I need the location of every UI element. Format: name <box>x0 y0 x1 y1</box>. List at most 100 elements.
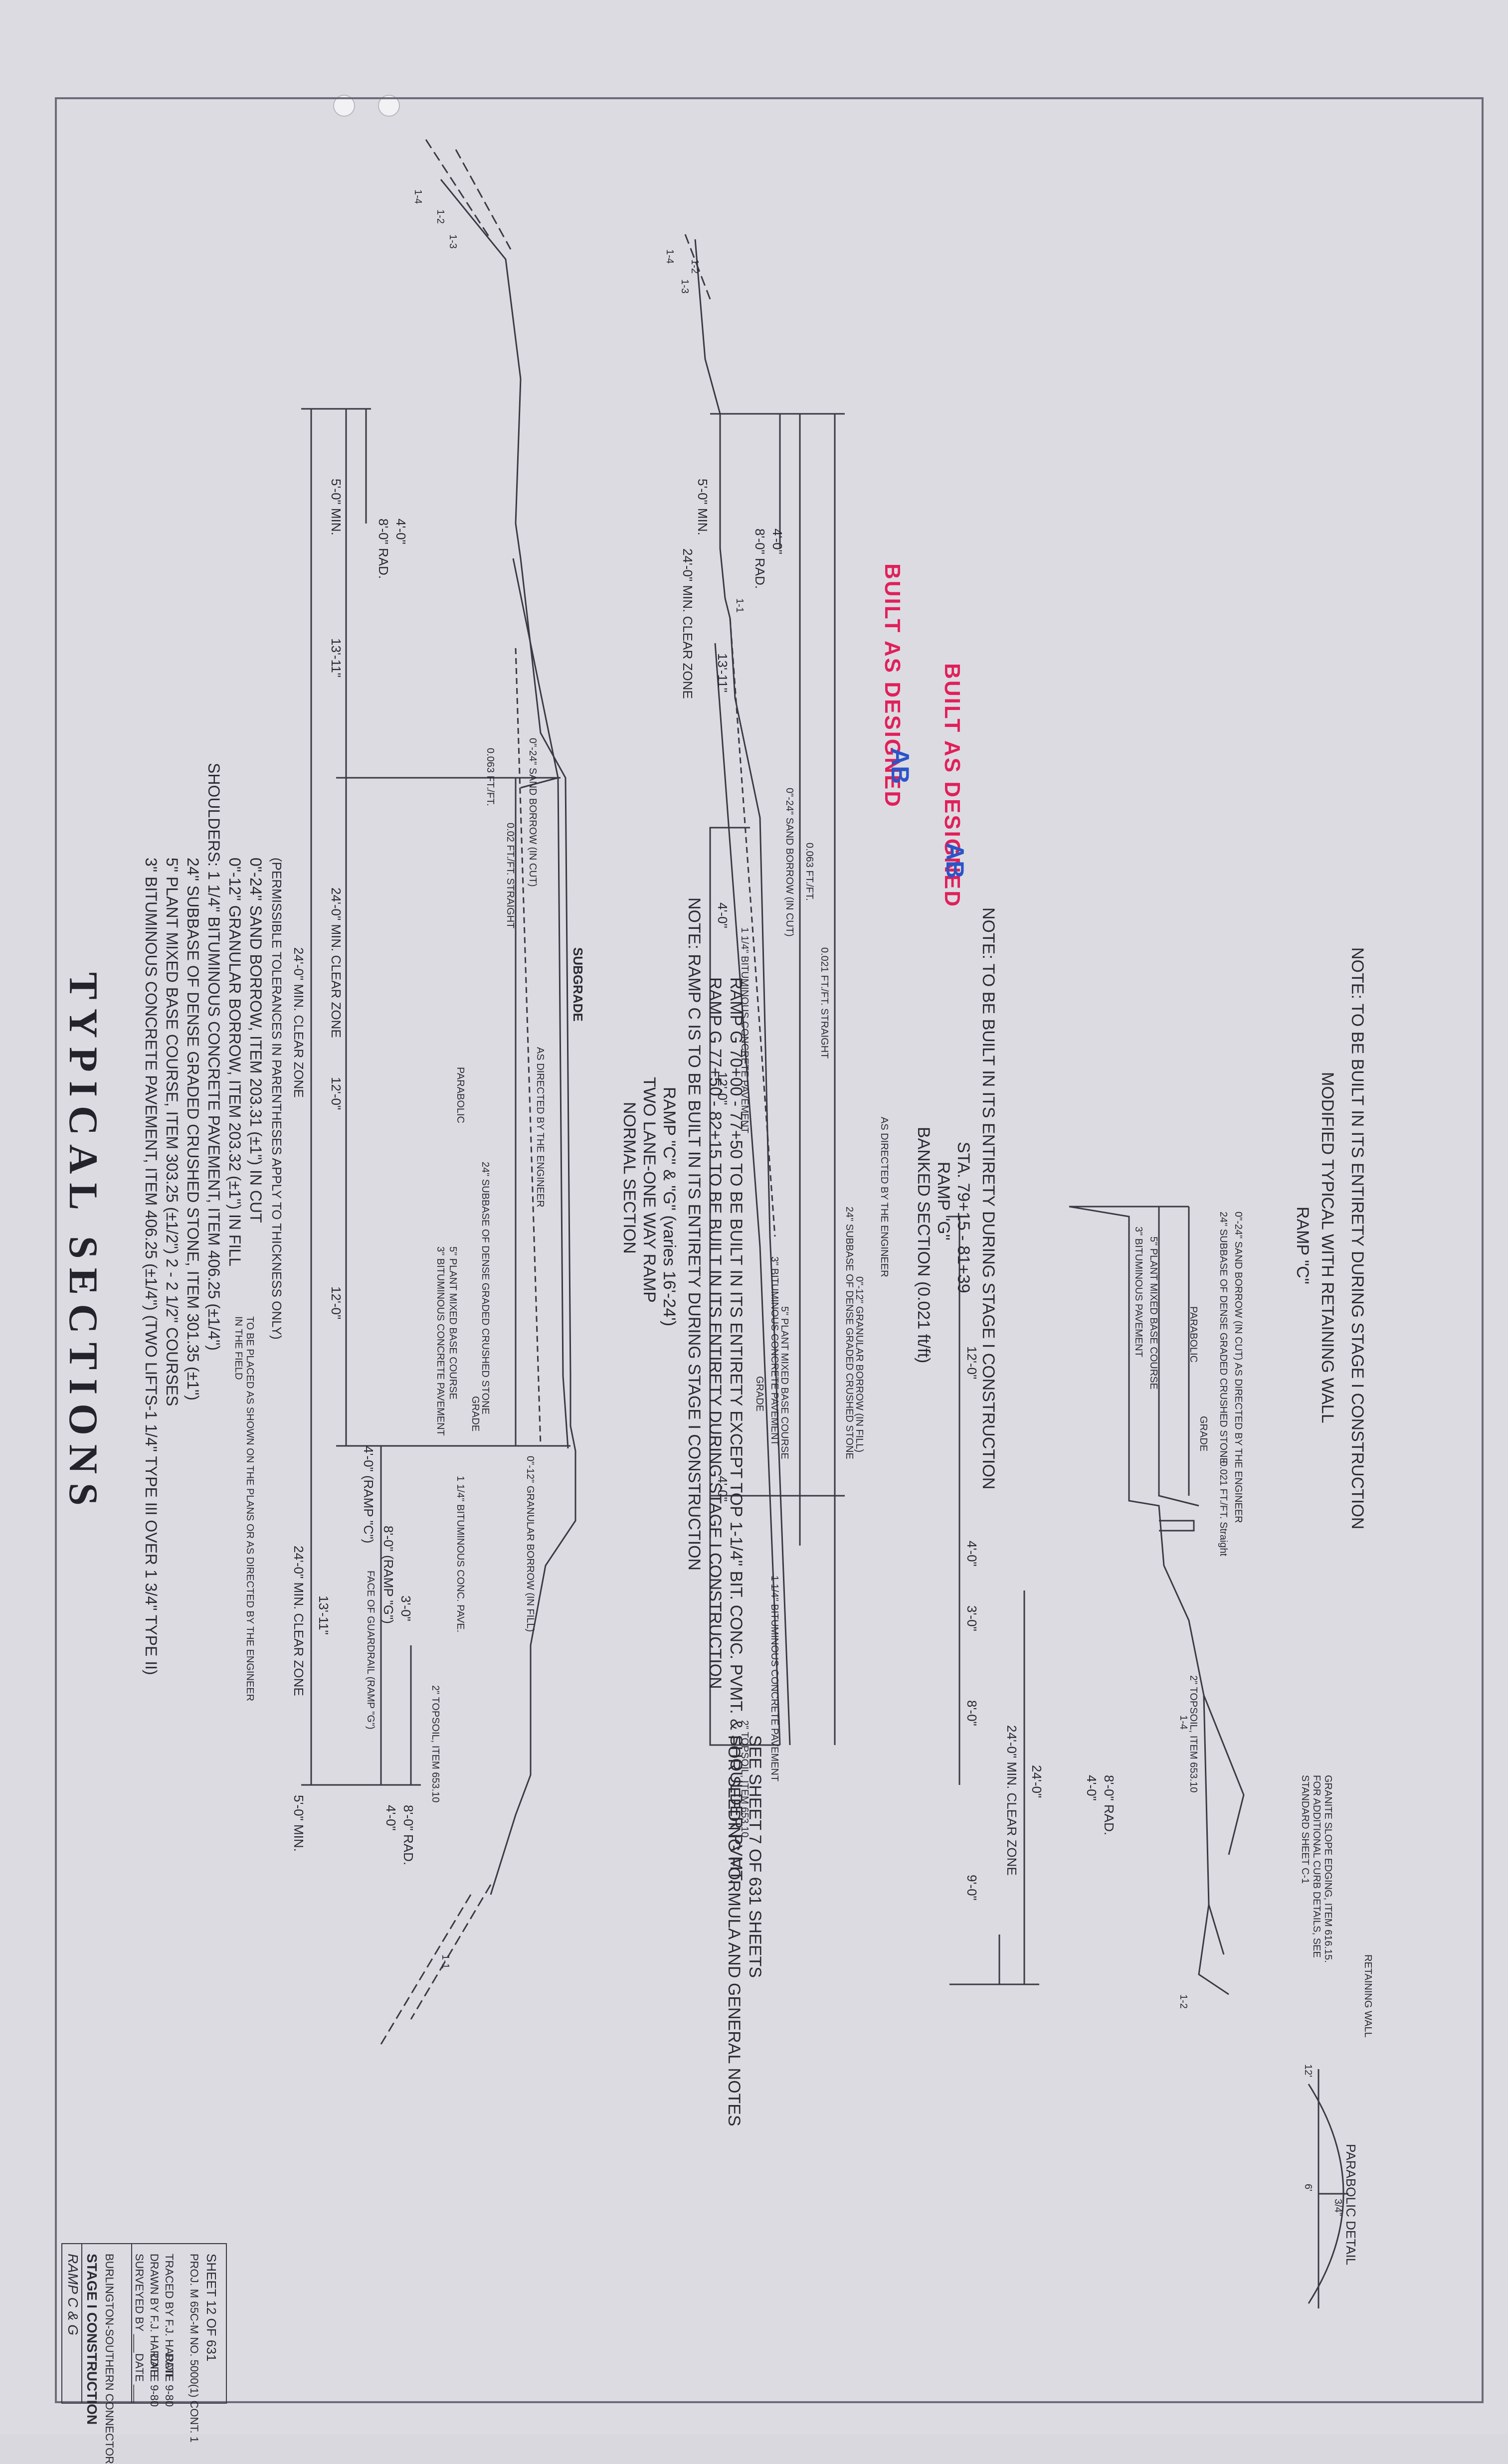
dim-label: 5'-0" MIN. <box>329 479 344 535</box>
seeding-note: SEE SHEET 7 OF 631 SHEETS <box>746 1735 764 1978</box>
dim-label: 8'-0" RAD. <box>1102 1775 1117 1836</box>
section-label: GRADE <box>1198 1416 1209 1452</box>
section-label: 5" PLANT MIXED BASE COURSE <box>447 1246 458 1400</box>
section-label: 2" TOPSOIL, ITEM 653.10 <box>1188 1675 1199 1793</box>
section-caption: TWO LANE-ONE WAY RAMP <box>640 1077 659 1303</box>
slope-label: 1-4 <box>412 189 423 204</box>
reviewer-initials: AB <box>886 748 914 784</box>
construction-note: NOTE: TO BE BUILT IN ITS ENTIRETY DURING… <box>1348 947 1367 1530</box>
dim-label: 3'-0" <box>964 1605 979 1631</box>
placement-note: TO BE PLACED AS SHOWN ON THE PLANS OR AS… <box>233 1316 255 1702</box>
title-block-date: DATE 9-80 <box>148 2353 161 2407</box>
dim-label: 12'-0" <box>964 1346 979 1380</box>
slope-label: 1-4 <box>664 249 675 264</box>
seeding-note: FOR SEEDING FORMULA AND GENERAL NOTES <box>725 1735 744 2126</box>
title-block-frame <box>61 2243 227 2404</box>
section-label: 0"-24" SAND BORROW (IN CUT) <box>784 788 795 937</box>
dim-label: 4'-0" <box>715 1476 730 1502</box>
section-label: AS DIRECTED BY THE ENGINEER <box>535 1047 546 1208</box>
section-caption: RAMP "C" <box>1293 1207 1312 1284</box>
dim-label: 12' <box>1303 2064 1314 2078</box>
section-label: 3" BITUMINOUS CONCRETE PAVEMENT <box>435 1246 446 1436</box>
sheet-border <box>55 97 1484 2403</box>
slope-label: 1-2 <box>1178 1994 1189 2009</box>
spec-line: SHOULDERS: 1 1/4" BITUMINOUS CONCRETE PA… <box>205 763 223 1351</box>
title-block-surveyed: SURVEYED BY ___ <box>133 2254 146 2353</box>
dim-label: 4'-0" <box>393 519 408 544</box>
dim-label: 4'-0" <box>715 902 730 928</box>
dim-label: 24'-0" MIN. CLEAR ZONE <box>329 887 344 1038</box>
section-label: 24" SUBBASE OF DENSE GRADED CRUSHED STON… <box>480 1162 491 1414</box>
section-caption: RAMP "G" <box>934 1162 953 1240</box>
section-caption: NORMAL SECTION <box>620 1102 639 1254</box>
dim-label: 8'-0" (RAMP "G") <box>381 1526 396 1624</box>
dim-label: 4'-0" <box>770 528 785 554</box>
dim-label: 24'-0" MIN. CLEAR ZONE <box>291 947 306 1098</box>
banked-section-geometry <box>684 234 845 1746</box>
spec-line: 0"-24" SAND BORROW, ITEM 203.31 (±1") IN… <box>247 858 265 1223</box>
spec-line: 0"-12" GRANULAR BORROW, ITEM 203.32 (±1"… <box>226 858 244 1266</box>
dim-label: 5'-0" MIN. <box>291 1795 306 1852</box>
section-label: 0"-24" SAND BORROW (IN CUT) AS DIRECTED … <box>1233 1212 1244 1523</box>
parabolic-detail-label: PARABOLIC DETAIL <box>1343 2144 1358 2266</box>
section-label: GRANITE SLOPE EDGING, ITEM 616.15. FOR A… <box>1300 1775 1333 1963</box>
dim-label: 8'-0" RAD. <box>401 1805 416 1866</box>
section-label: 0"-24" SAND BORROW (IN CUT) <box>527 738 538 887</box>
dim-label: 4'-0" <box>383 1805 398 1831</box>
slope-label: 1-2 <box>435 209 446 224</box>
section-label: AS DIRECTED BY THE ENGINEER <box>879 1117 890 1277</box>
section-label: FACE OF GUARDRAIL (RAMP "G") <box>365 1571 376 1730</box>
section-label: 0.021 FT./FT. Straight <box>1218 1461 1229 1557</box>
spec-line: 24" SUBBASE OF DENSE GRADED CRUSHED STON… <box>184 858 202 1401</box>
reviewer-initials: AB <box>941 843 969 879</box>
wall-section-geometry <box>949 1206 1245 1995</box>
drawing-title: TYPICAL SECTIONS <box>61 972 106 1515</box>
section-label: SUBGRADE <box>570 947 585 1022</box>
spec-line: 3" BITUMINOUS CONCRETE PAVEMENT, ITEM 40… <box>142 858 160 1675</box>
dim-label: 4'-0" <box>1084 1775 1099 1801</box>
parabolic-detail-geometry <box>1308 2069 1348 2308</box>
dim-label: 12'-0" <box>329 1286 344 1320</box>
title-block-project: BURLINGTON-SOUTHERN CONNECTOR <box>103 2254 116 2464</box>
dim-label: 5'-0" MIN. <box>695 479 710 535</box>
dim-label: 13'-11" <box>316 1595 331 1635</box>
construction-note: NOTE: TO BE BUILT IN ITS ENTIRETY DURING… <box>979 907 998 1490</box>
section-label: 0.063 FT./FT. <box>804 843 815 901</box>
section-label: 5" PLANT MIXED BASE COURSE <box>1148 1236 1159 1390</box>
dim-label: 8'-0" <box>964 1700 979 1726</box>
dim-label: 3/4" <box>1332 2199 1343 2216</box>
title-block-stage: STAGE I CONSTRUCTION <box>84 2254 100 2425</box>
section-label: 0.063 FT./FT. <box>485 748 496 806</box>
normal-section-geometry <box>301 139 576 2045</box>
slope-label: 1-1 <box>440 1954 451 1969</box>
section-label: 0.02 FT./FT. STRAIGHT <box>505 823 516 929</box>
section-label: 0"-12" GRANULAR BORROW (IN FILL) <box>525 1456 536 1632</box>
section-label: 0"-12" GRANULAR BORROW (IN FILL) <box>854 1276 865 1453</box>
slope-label: 1-3 <box>447 234 458 249</box>
dim-label: 13'-11" <box>329 638 344 678</box>
section-label: PARABOLIC <box>1188 1306 1199 1363</box>
dim-label: 12'-0" <box>715 1072 730 1105</box>
dim-label: 6' <box>1303 2184 1314 2191</box>
section-caption: RAMP "C" & "G" (varies 16'-24') <box>660 1087 679 1327</box>
section-caption: STA. 79+15 - 81+39 <box>954 1142 973 1293</box>
section-caption: BANKED SECTION (0.021 ft/ft) <box>914 1127 933 1364</box>
section-label: 0.021 FT./FT. STRAIGHT <box>819 947 830 1059</box>
section-label: 2" TOPSOIL, ITEM 653.10 <box>430 1685 441 1803</box>
section-label: RETAINING WALL <box>1362 1954 1373 2038</box>
dim-label: 24'-0" MIN. CLEAR ZONE <box>1004 1725 1019 1876</box>
dim-label: 24'-0" <box>1029 1765 1044 1798</box>
section-label: PARABOLIC <box>455 1067 466 1123</box>
dim-label: 13'-11" <box>715 653 730 693</box>
dim-label: 8'-0" RAD. <box>753 528 767 589</box>
section-label: 1 1/4" BITUMINOUS CONCRETE PAVEMENT <box>769 1576 780 1782</box>
section-label: 1 1/4" BITUMINOUS CONCRETE PAVEMENT <box>739 927 750 1134</box>
title-block-ramp: RAMP C & G <box>65 2254 81 2335</box>
dim-label: 24'-0" MIN. CLEAR ZONE <box>680 548 695 699</box>
dim-label: 9'-0" <box>964 1875 979 1901</box>
dim-label: 24'-0" MIN. CLEAR ZONE <box>291 1546 306 1696</box>
dim-label: 8'-0" RAD. <box>376 519 391 579</box>
section-caption: MODIFIED TYPICAL WITH RETAINING WALL <box>1318 1072 1337 1423</box>
dim-label: 4'-0" <box>964 1541 979 1567</box>
